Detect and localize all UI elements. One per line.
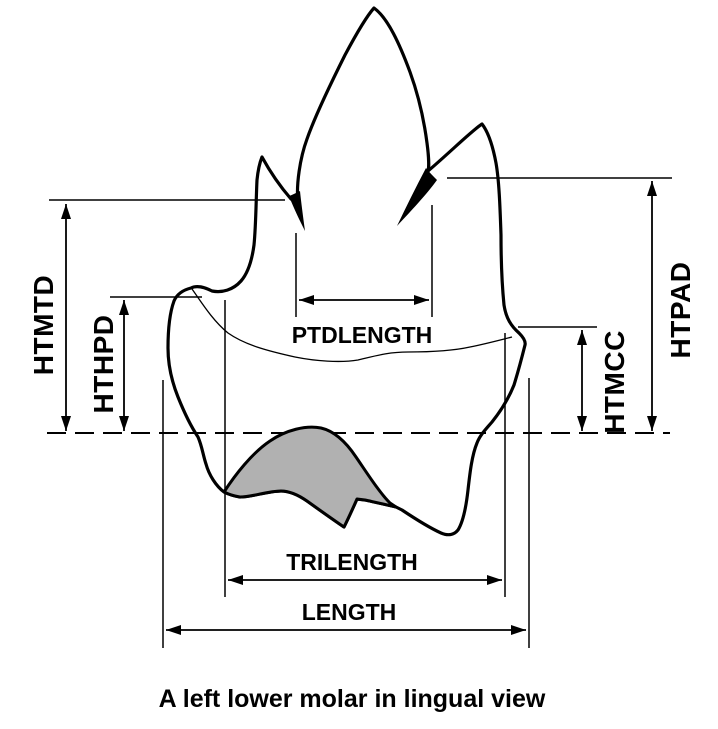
cervix-line	[191, 288, 513, 363]
talonid-basin	[222, 425, 398, 529]
trilength-label: TRILENGTH	[286, 549, 418, 575]
fissure-wedge-right	[397, 168, 437, 226]
htpad-label: HTPAD	[665, 262, 696, 359]
hthpd-label: HTHPD	[88, 315, 119, 414]
figure-caption: A left lower molar in lingual view	[159, 685, 546, 713]
ptdlength-label: PTDLENGTH	[292, 322, 433, 348]
fissure-wedge-left	[289, 191, 305, 231]
htmtd-label: HTMTD	[28, 275, 59, 375]
length-label: LENGTH	[302, 599, 397, 625]
htmcc-label: HTMCC	[599, 330, 630, 434]
tooth-outline	[166, 6, 527, 537]
